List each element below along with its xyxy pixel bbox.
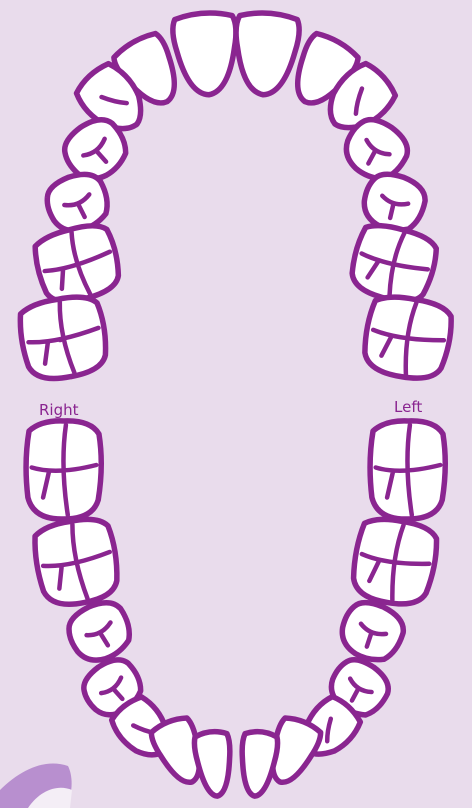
tooth-outline: [232, 11, 301, 97]
tooth-incisor[interactable]: [237, 730, 279, 798]
left-side-label: Left: [394, 398, 422, 416]
tooth-molar[interactable]: [26, 421, 101, 519]
tooth-outline: [172, 11, 241, 97]
tooth-outline: [237, 730, 279, 798]
tooth-molar[interactable]: [31, 515, 123, 610]
tooth-molar[interactable]: [349, 514, 441, 609]
tooth-molar[interactable]: [360, 292, 455, 384]
right-side-label: Right: [39, 401, 79, 419]
tooth-outline: [193, 730, 235, 798]
tooth-incisor[interactable]: [172, 11, 241, 97]
corner-decoration: [0, 763, 72, 808]
tooth-molar[interactable]: [16, 292, 111, 384]
lower-arch: [26, 421, 445, 798]
tooth-molar[interactable]: [370, 421, 445, 519]
upper-arch: [16, 11, 455, 384]
tooth-incisor[interactable]: [232, 11, 301, 97]
tooth-incisor[interactable]: [193, 730, 235, 798]
